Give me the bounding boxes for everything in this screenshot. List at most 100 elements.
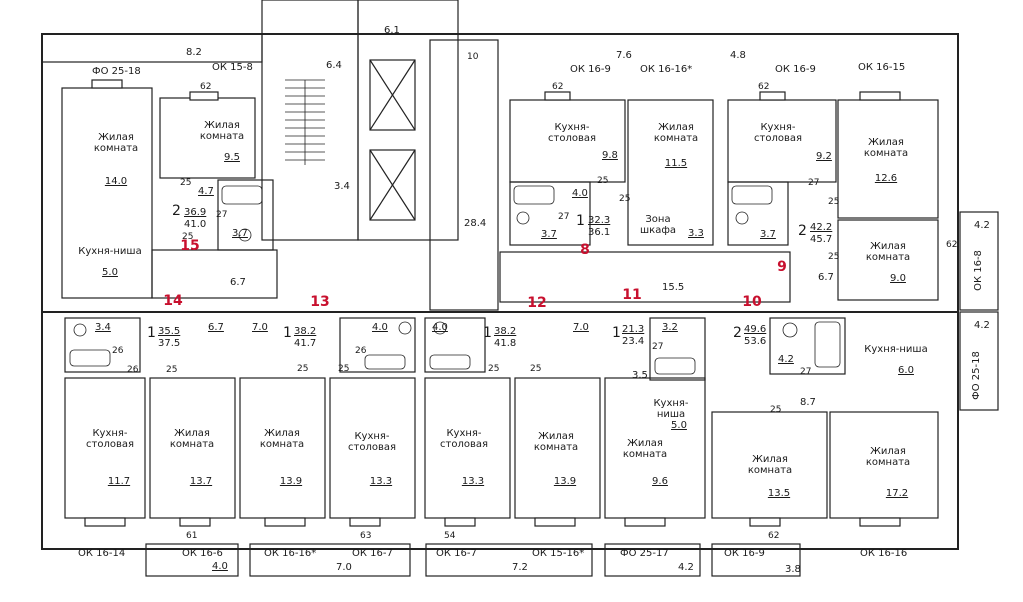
door-tag-27-9: 27 <box>808 178 820 188</box>
room-b1: Кухня- столовая 11.7 <box>86 428 134 487</box>
door-tag-27-11: 27 <box>652 342 664 352</box>
hall11-area: 3.5 <box>632 370 648 381</box>
hall9-area: 6.7 <box>818 272 834 283</box>
door-tag-62a: 62 <box>200 82 212 92</box>
elevator-1-cross-b <box>369 59 416 131</box>
room-r8-name: Кухня-ниша <box>78 246 142 257</box>
room-r1-name2: комната <box>93 143 139 154</box>
window-markers <box>84 79 901 527</box>
apartment-10-area2: 53.6 <box>744 336 767 347</box>
bath8-wall <box>509 181 591 246</box>
apartment-12-area2: 41.8 <box>494 338 517 349</box>
room-r10: Кухня-ниша 6.0 <box>864 344 927 376</box>
window-label-w3: ОК 16-9 <box>570 64 611 75</box>
room-b5-area: 13.3 <box>461 476 485 487</box>
room-b3-area: 13.9 <box>279 476 303 487</box>
door-tag-10: 10 <box>467 52 479 62</box>
room-r4-area: 11.5 <box>664 158 688 169</box>
door-tag-26-13: 26 <box>355 346 367 356</box>
bath10-wall <box>769 317 846 375</box>
apartment-14-rooms-val: 1 <box>147 325 156 341</box>
door-tag-63: 63 <box>360 531 372 541</box>
room-r10-area: 6.0 <box>898 365 914 376</box>
balcony-area-top2: 7.6 <box>616 50 632 61</box>
room-r3-area: 9.8 <box>602 150 618 161</box>
room-b3-name: Жилая <box>264 428 300 439</box>
apartment-14-area2: 37.5 <box>158 338 181 349</box>
room-b2-area: 13.7 <box>189 476 213 487</box>
apartment-9-number: 9 <box>777 259 787 275</box>
door-tag-25-13a: 25 <box>297 364 309 374</box>
bath9-area: 3.7 <box>760 229 776 240</box>
balcony-area-top1: 8.2 <box>186 47 202 58</box>
window-label-w9: ОК 16-14 <box>78 548 126 559</box>
door-tag-25-8b: 25 <box>619 194 631 204</box>
sanitary-fixtures <box>69 185 841 375</box>
side-area-2: 4.2 <box>974 320 990 331</box>
apartment-11-number: 11 <box>622 287 642 303</box>
apartment-12-area1: 38.2 <box>494 326 517 337</box>
door-tag-62d: 62 <box>946 240 958 250</box>
hall14-area: 6.7 <box>208 322 224 333</box>
apartment-8-rooms: 1 <box>576 213 585 229</box>
window-label-w2: ОК 15-8 <box>212 62 253 73</box>
balcony-area-b2: 7.0 <box>336 562 352 573</box>
balcony-bottom-1 <box>145 543 239 577</box>
apartment-15-area2: 41.0 <box>184 219 207 230</box>
apartment-12-number: 12 <box>527 295 547 311</box>
room-b2-name: Жилая <box>174 428 210 439</box>
balcony-bottom-2 <box>249 543 411 577</box>
room-r5: Кухня- столовая <box>754 122 802 144</box>
window-label-w15: ФО 25-17 <box>620 548 669 559</box>
apartment-12-rooms: 1 <box>483 325 492 341</box>
room-b3: Жилая комната 13.9 <box>260 428 304 487</box>
apartment-11-area1: 21.3 <box>622 324 645 335</box>
bath15b-area: 3.7 <box>232 228 248 239</box>
door-tag-27-8: 27 <box>558 212 570 222</box>
room-r6: Жилая комната 12.6 <box>864 137 908 184</box>
room-r9-name: Зона <box>645 214 671 225</box>
door-tag-25-9: 25 <box>828 197 840 207</box>
hall-top-area: 6.1 <box>384 25 400 36</box>
bath11-wall <box>649 317 706 381</box>
room-b9: Жилая комната 17.2 <box>866 446 910 499</box>
bath8a-area: 4.0 <box>572 188 588 199</box>
room-r9-area: 3.3 <box>688 228 704 239</box>
balcony-bottom-3 <box>425 543 593 577</box>
door-tag-62c: 62 <box>758 82 770 92</box>
apartment-12-rooms-val: 1 <box>483 325 492 341</box>
room-b1-area: 11.7 <box>107 476 131 487</box>
bath15a-area: 4.7 <box>198 186 214 197</box>
apartment-14-rooms: 1 <box>147 325 156 341</box>
bath8b-area: 3.7 <box>541 229 557 240</box>
door-tag-25-12a: 25 <box>488 364 500 374</box>
room-r1-area: 14.0 <box>104 176 128 187</box>
room-r2-name: Жилая <box>204 120 240 131</box>
room-b4-area: 13.3 <box>369 476 393 487</box>
room-b4: Кухня- столовая 13.3 <box>348 431 396 487</box>
apartment-8-info: 1 <box>576 213 585 229</box>
room-r10-name: Кухня-ниша <box>864 344 928 355</box>
hall10-area: 8.7 <box>800 397 816 408</box>
balcony-area-b5: 3.8 <box>785 564 801 575</box>
elevator-2 <box>369 149 416 221</box>
room-b6-name2: комната <box>533 442 579 453</box>
apartment-8-area1: 32.3 <box>588 215 611 226</box>
corridor-area: 28.4 <box>464 218 487 229</box>
room-r1: Жилая комната 14.0 <box>94 132 138 187</box>
room-r8: Кухня-ниша 5.0 <box>78 246 141 278</box>
room-r2-name2: комната <box>199 131 245 142</box>
room-r11-name2: ниша <box>656 409 686 420</box>
stair2-area: 3.4 <box>334 181 350 192</box>
room-b7-name2: комната <box>622 449 668 460</box>
room-r6-name2: комната <box>863 148 909 159</box>
window-label-w17: ОК 16-16 <box>860 548 908 559</box>
apartment-13-rooms: 1 <box>283 326 292 340</box>
room-r6-name: Жилая <box>868 137 904 148</box>
bath12-area: 4.0 <box>432 322 448 333</box>
balcony-area-b3: 7.2 <box>512 562 528 573</box>
window-label-w11: ОК 16-16* <box>264 548 317 559</box>
room-r4-name2: комната <box>653 133 699 144</box>
apartment-15-number: 15 <box>180 238 200 254</box>
window-label-w14: ОК 15-16* <box>532 548 585 559</box>
